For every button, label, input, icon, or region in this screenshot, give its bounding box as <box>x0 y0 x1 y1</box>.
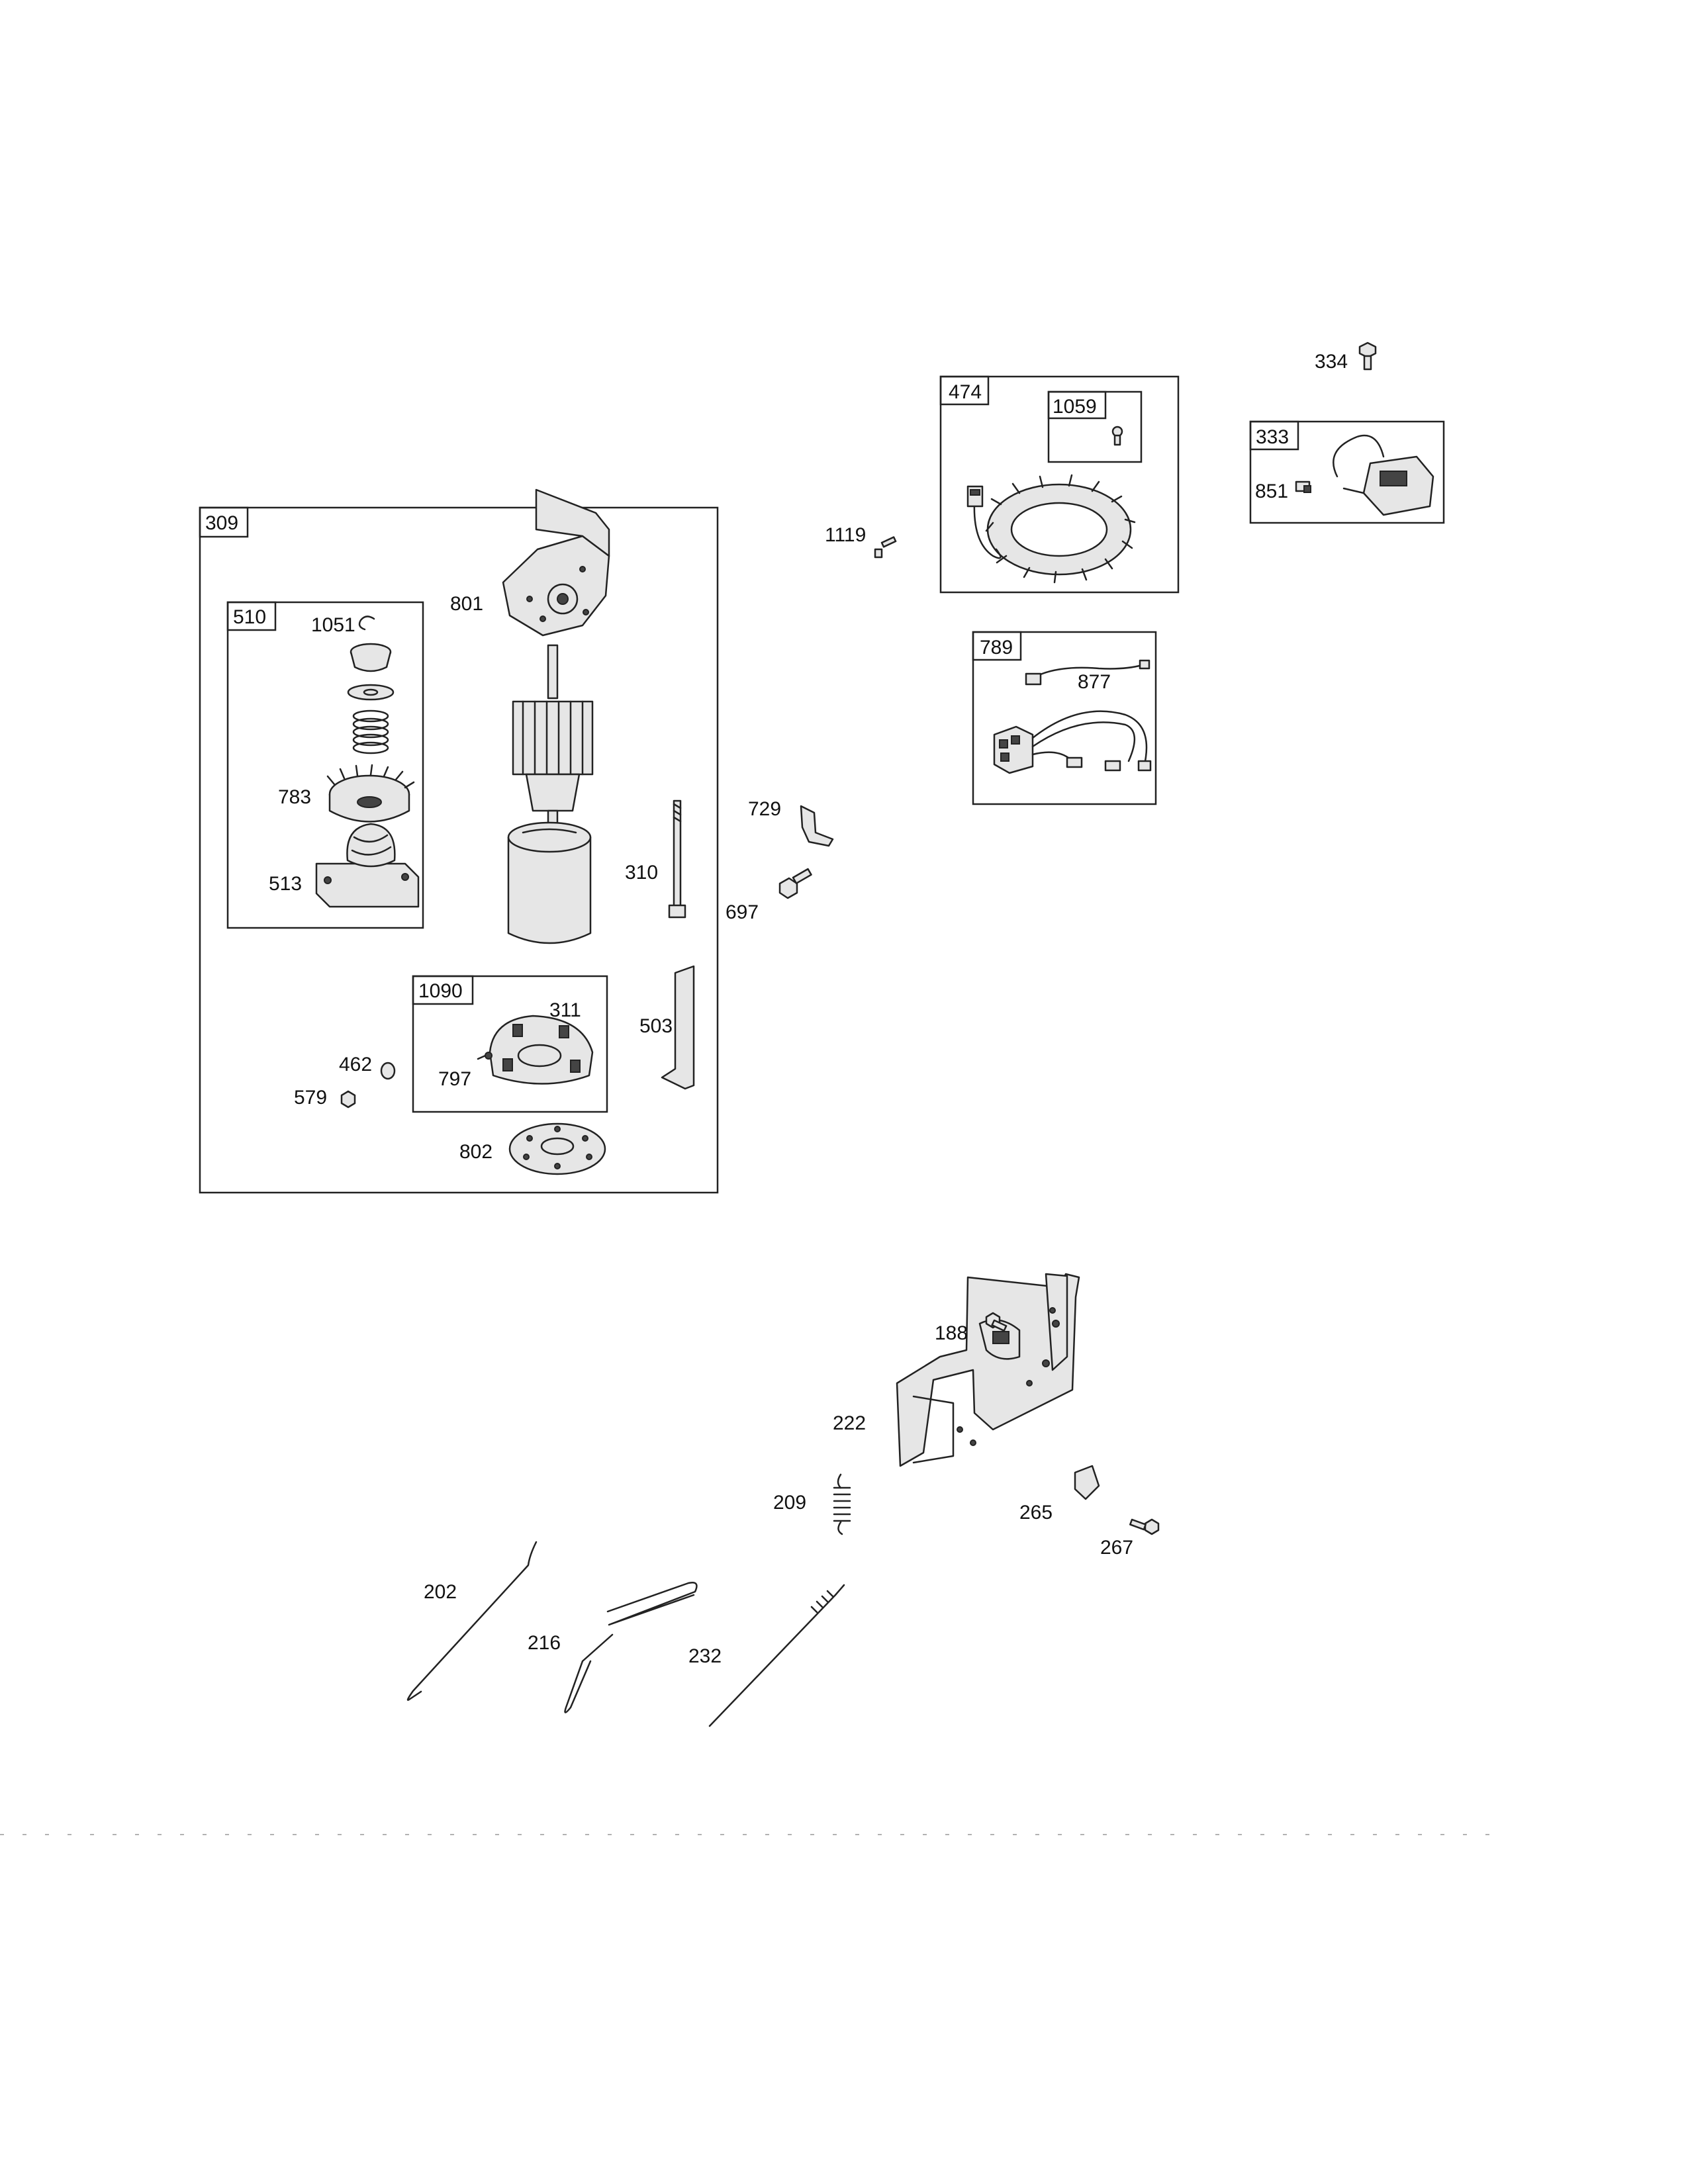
callout-513[interactable]: 513 <box>269 873 302 895</box>
link-216-top[interactable] <box>606 1582 698 1626</box>
nut-579[interactable] <box>340 1090 356 1109</box>
harness-group: 789 877 <box>972 631 1157 805</box>
cable-232-spring <box>810 1590 834 1614</box>
box-1059-label[interactable]: 1059 <box>1053 396 1097 418</box>
motor-housing[interactable] <box>507 821 592 944</box>
screw-1059[interactable] <box>1111 426 1123 446</box>
control-bracket-222[interactable] <box>896 1273 1080 1467</box>
callout-202[interactable]: 202 <box>424 1581 457 1603</box>
box-1090-label[interactable]: 1090 <box>418 980 463 1002</box>
callout-783[interactable]: 783 <box>278 786 311 808</box>
box-333-tab <box>1249 420 1299 451</box>
ignition-group: 334 333 851 <box>1249 341 1445 524</box>
box-309-frame <box>199 506 719 1194</box>
clip-265[interactable] <box>1074 1465 1100 1500</box>
callout-801[interactable]: 801 <box>450 593 483 615</box>
control-bracket-group: 222 188 209 265 267 <box>773 1273 1160 1559</box>
box-1090-tab <box>412 975 474 1005</box>
cable-232[interactable] <box>708 1584 845 1727</box>
through-bolt-310[interactable] <box>668 799 686 919</box>
box-1090-frame <box>412 975 608 1113</box>
callout-222[interactable]: 222 <box>833 1412 866 1434</box>
screw-188[interactable] <box>985 1312 1008 1332</box>
callout-310[interactable]: 310 <box>625 862 658 884</box>
stator-ring[interactable] <box>985 474 1136 584</box>
box-1059-tab <box>1047 390 1107 420</box>
callout-697[interactable]: 697 <box>726 901 759 923</box>
drive-housing-513[interactable] <box>315 823 420 908</box>
stator-lead[interactable] <box>966 485 1002 559</box>
callout-232[interactable]: 232 <box>688 1645 722 1667</box>
washer-462[interactable] <box>380 1062 396 1080</box>
callout-216[interactable]: 216 <box>528 1632 561 1654</box>
link-202[interactable] <box>406 1541 538 1701</box>
callout-265[interactable]: 265 <box>1019 1502 1053 1524</box>
callout-209[interactable]: 209 <box>773 1492 806 1514</box>
box-309-label[interactable]: 309 <box>205 512 238 534</box>
loose-hardware: 729 697 1119 <box>726 524 897 923</box>
box-789-frame <box>972 631 1157 805</box>
alternator-group: 474 1059 <box>939 375 1180 594</box>
callout-851[interactable]: 851 <box>1255 480 1288 502</box>
wire-877[interactable] <box>1025 659 1150 686</box>
callout-462[interactable]: 462 <box>339 1054 372 1075</box>
screw-697[interactable] <box>778 868 812 899</box>
callout-503[interactable]: 503 <box>639 1015 673 1037</box>
callout-1051[interactable]: 1051 <box>311 614 355 636</box>
armature[interactable] <box>512 644 594 829</box>
callout-267[interactable]: 267 <box>1100 1537 1133 1559</box>
callout-579[interactable]: 579 <box>294 1087 327 1109</box>
box-510-tab <box>226 601 277 631</box>
brush-holder-311[interactable] <box>489 1015 594 1085</box>
starter-motor-group: 309 510 1051 783 <box>199 488 719 1194</box>
callout-802[interactable]: 802 <box>459 1141 492 1163</box>
screw-1119[interactable] <box>874 536 897 559</box>
harness-connector[interactable] <box>993 710 1152 774</box>
clip-851[interactable] <box>1295 480 1311 493</box>
screw-334[interactable] <box>1358 341 1377 371</box>
insulator-503[interactable] <box>661 965 695 1090</box>
terminal-797-stud <box>485 1052 492 1060</box>
box-789-label[interactable]: 789 <box>980 637 1013 659</box>
linkages-group: 202 216 232 <box>406 1541 845 1727</box>
pinion-gear-783[interactable] <box>326 764 415 823</box>
callout-188[interactable]: 188 <box>935 1322 968 1344</box>
box-510-frame <box>226 601 424 929</box>
box-333-label[interactable]: 333 <box>1256 426 1289 448</box>
callout-311[interactable]: 311 <box>549 999 581 1021</box>
screw-267[interactable] <box>1129 1518 1160 1535</box>
callout-334[interactable]: 334 <box>1315 351 1348 373</box>
end-cap-801[interactable] <box>502 488 610 637</box>
box-333-frame <box>1249 420 1445 524</box>
end-plate-802[interactable] <box>508 1122 606 1175</box>
box-510-label[interactable]: 510 <box>233 606 266 628</box>
box-789-tab <box>972 631 1022 661</box>
retaining-ring-1051[interactable] <box>358 615 375 631</box>
callout-729[interactable]: 729 <box>748 798 781 820</box>
box-474-tab <box>939 375 990 406</box>
box-474-label[interactable]: 474 <box>949 381 982 403</box>
callout-1119[interactable]: 1119 <box>825 524 866 546</box>
box-309-tab <box>199 506 249 538</box>
link-216-bottom <box>564 1633 614 1713</box>
washer[interactable] <box>347 684 395 701</box>
spring[interactable] <box>352 709 389 754</box>
washer-hole <box>363 688 379 696</box>
callout-797[interactable]: 797 <box>438 1068 471 1090</box>
box-474-frame <box>939 375 1180 594</box>
spring-209[interactable] <box>833 1473 851 1535</box>
callout-877[interactable]: 877 <box>1078 671 1111 693</box>
bracket-729[interactable] <box>800 805 834 847</box>
stop-cap-body <box>350 651 392 672</box>
ignition-coil[interactable] <box>1333 434 1434 516</box>
